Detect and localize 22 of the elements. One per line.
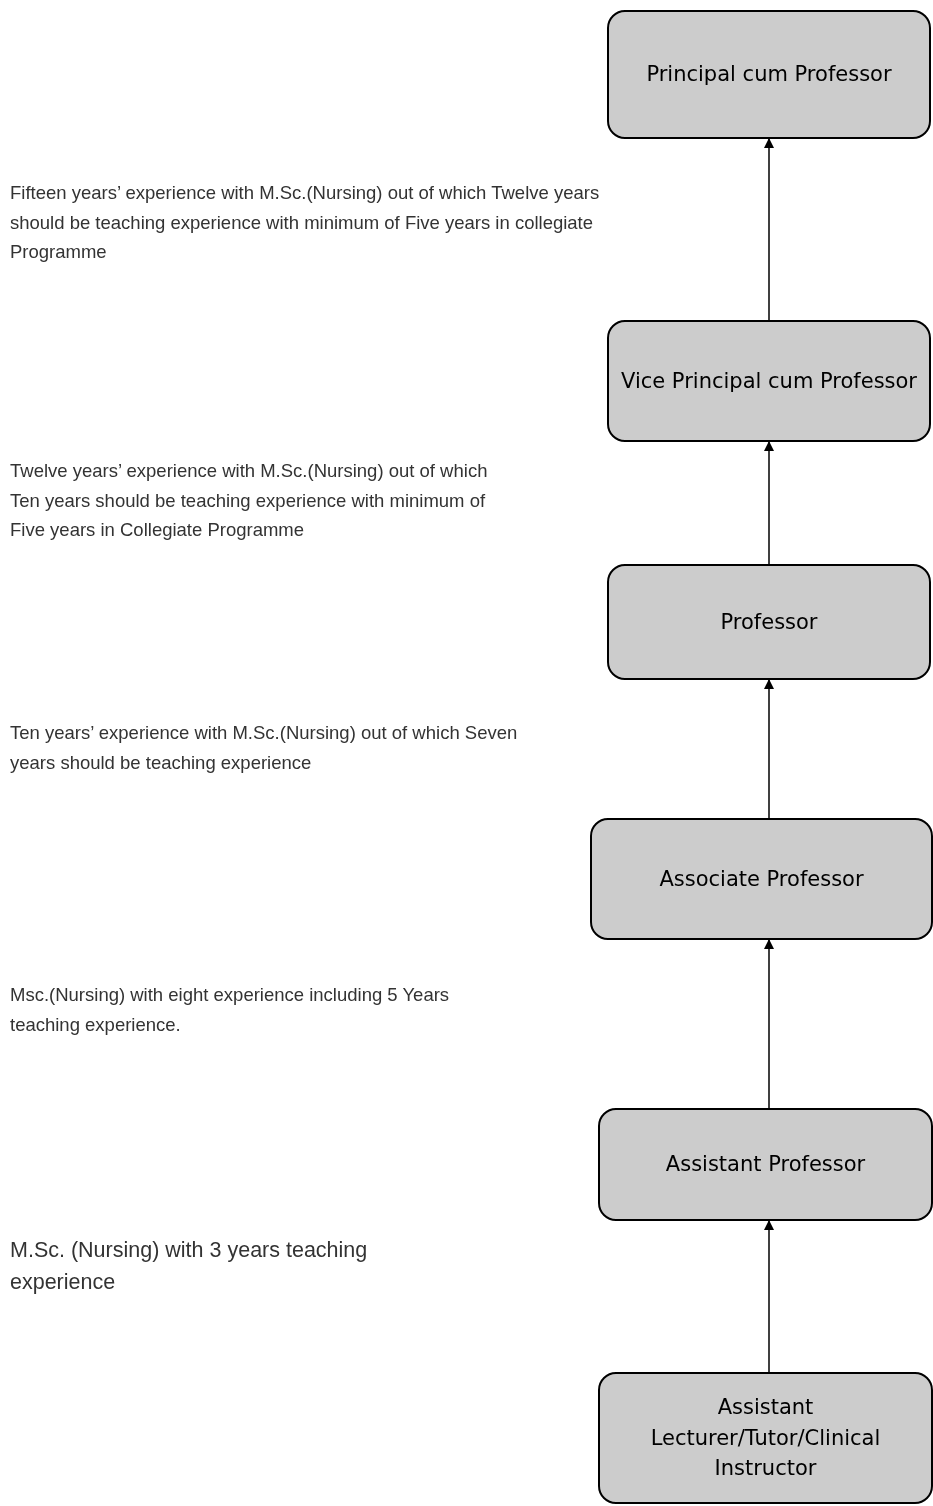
role-title: Vice Principal cum Professor [621,367,917,395]
requirement-note: M.Sc. (Nursing) with 3 years teaching experience [10,1237,369,1297]
role-box [607,564,931,680]
arrow [764,1220,774,1373]
role-title: Associate Professor [659,865,864,893]
arrow [764,441,774,565]
requirement-note: Ten years’ experience with M.Sc.(Nursing) out of which Seven years should be teaching experience [10,721,519,775]
role-title: Assistant Professor [665,1151,866,1179]
role-box [598,1372,933,1504]
arrow [764,939,774,1109]
role-title: Assistant Lecturer/Tutor/Clinical Instructor [649,1394,882,1483]
role-box [607,10,931,139]
role-box [598,1108,933,1221]
role-box [590,818,933,940]
requirement-note: Msc.(Nursing) with eight experience including 5 Years teaching experience. [10,983,451,1037]
requirement-note: Fifteen years’ experience with M.Sc.(Nursing) out of which Twelve years should be teaching experience with minimum of Five years in collegiate Programme [10,181,601,265]
role-title: Principal cum Professor [646,61,892,89]
arrow [764,138,774,321]
role-box [607,320,931,442]
requirement-note: Twelve years’ experience with M.Sc.(Nursing) out of which Ten years should be teaching experience with minimum of Five years in Collegiate Programme [10,459,489,543]
role-title: Professor [720,608,818,636]
arrow [764,679,774,819]
